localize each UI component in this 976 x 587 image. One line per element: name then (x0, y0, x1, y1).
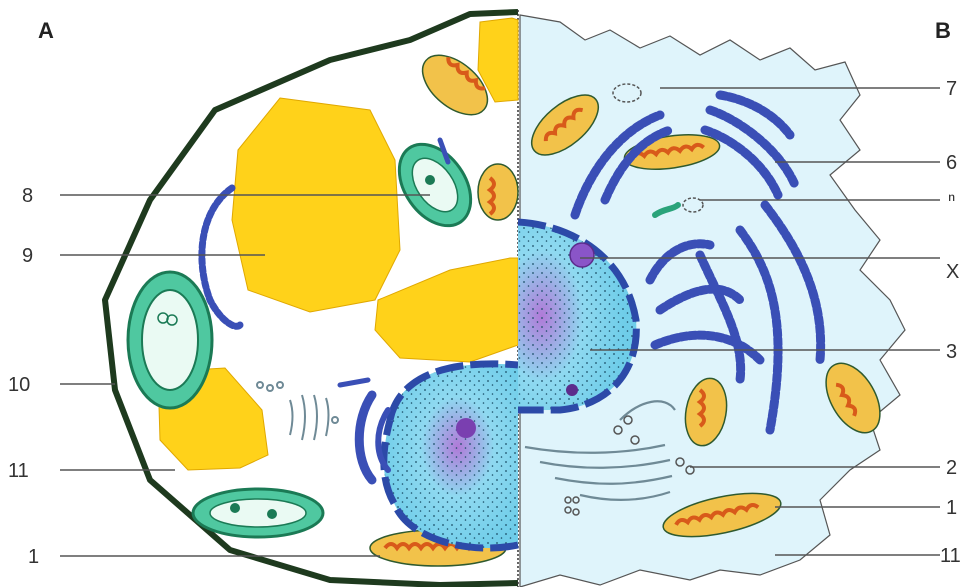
vacuole-large (232, 98, 400, 312)
label-right-7: 7 (946, 78, 957, 100)
label-right-2: 2 (946, 457, 957, 479)
mitochondrion-a2 (478, 164, 518, 220)
chloroplast-lower (193, 489, 323, 537)
panel-a-label: A (38, 18, 54, 43)
label-left-10: 10 (8, 374, 30, 396)
label-right-1: 1 (946, 497, 957, 519)
label-left-1: 1 (28, 546, 39, 568)
label-left-9: 9 (22, 245, 33, 267)
label-right-3: 3 (946, 341, 957, 363)
label-left-11: 11 (8, 460, 29, 482)
label-right-6: 6 (946, 152, 957, 174)
label-right-superscript: ⁿ (948, 189, 955, 211)
label-left-8: 8 (22, 185, 33, 207)
label-right-x: X (946, 261, 959, 283)
panel-b-label: B (935, 18, 951, 43)
chloroplast-left (128, 272, 212, 408)
label-right-11: 11 (940, 545, 961, 567)
